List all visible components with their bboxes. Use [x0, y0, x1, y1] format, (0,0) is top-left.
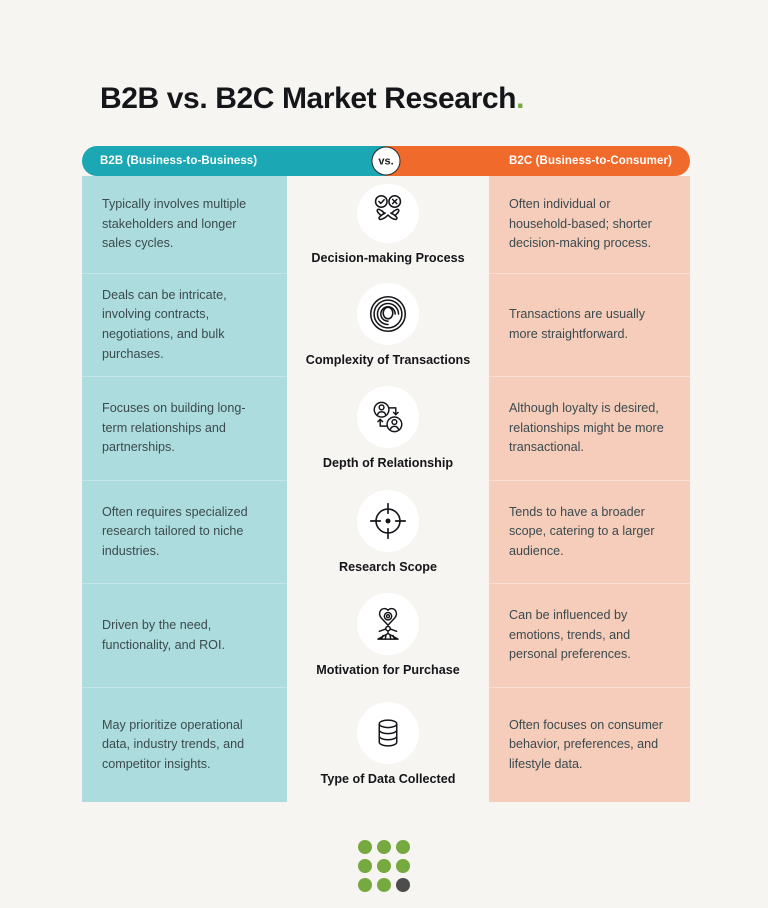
page-title-text: B2B vs. B2C Market Research	[100, 82, 517, 115]
logo-dot	[358, 840, 372, 854]
page-title: B2B vs. B2C Market Research.	[100, 82, 524, 116]
crosshair-target-icon	[357, 489, 419, 552]
logo-dot	[358, 878, 372, 892]
table-header-bar: B2B (Business-to-Business) B2C (Business…	[82, 146, 690, 176]
topic-cell: Motivation for Purchase	[287, 584, 489, 688]
table-row: Focuses on building long-term relationsh…	[82, 377, 287, 481]
b2c-cell-text: Can be influenced by emotions, trends, a…	[509, 608, 631, 662]
table-row: Often individual or household-based; sho…	[489, 176, 690, 274]
header-b2c: B2C (Business-to-Consumer)	[403, 146, 690, 176]
vs-badge-label: vs.	[378, 155, 394, 167]
two-people-connection-icon	[357, 386, 419, 449]
topic-label: Research Scope	[338, 559, 437, 574]
table-row: Typically involves multiple stakeholders…	[82, 176, 287, 274]
b2b-cell-text: Deals can be intricate, involving contra…	[102, 287, 227, 361]
b2c-cell-text: Although loyalty is desired, relationshi…	[509, 401, 664, 455]
table-row: Deals can be intricate, involving contra…	[82, 274, 287, 377]
column-b2b: Typically involves multiple stakeholders…	[82, 176, 287, 802]
header-b2c-label: B2C (Business-to-Consumer)	[509, 155, 672, 167]
logo-dot	[396, 878, 410, 892]
topic-cell: Depth of Relationship	[287, 377, 489, 481]
logo-dot	[377, 878, 391, 892]
logo-dot	[377, 840, 391, 854]
table-row: Tends to have a broader scope, catering …	[489, 481, 690, 584]
concentric-maze-icon	[357, 282, 419, 345]
b2c-cell-text: Often individual or household-based; sho…	[509, 197, 652, 251]
topic-label: Depth of Relationship	[322, 456, 454, 471]
hands-check-cross-icon	[357, 184, 419, 243]
logo-dot	[396, 840, 410, 854]
logo-dot	[396, 859, 410, 873]
nine-dot-grid-logo	[358, 840, 410, 892]
b2b-cell-text: Typically involves multiple stakeholders…	[102, 197, 247, 251]
b2b-cell-text: Driven by the need, functionality, and R…	[102, 617, 225, 652]
b2c-cell-text: Transactions are usually more straightfo…	[509, 307, 646, 341]
b2c-cell-text: Tends to have a broader scope, catering …	[509, 504, 655, 558]
vs-badge: vs.	[371, 146, 401, 176]
table-row: Driven by the need, functionality, and R…	[82, 584, 287, 688]
b2c-cell-text: Often focuses on consumer behavior, pref…	[509, 717, 664, 771]
table-row: Often focuses on consumer behavior, pref…	[489, 688, 690, 802]
table-row: May prioritize operational data, industr…	[82, 688, 287, 802]
comparison-table: B2B (Business-to-Business) B2C (Business…	[82, 146, 690, 802]
topic-cell: Research Scope	[287, 481, 489, 584]
topic-label: Complexity of Transactions	[305, 352, 471, 367]
header-b2b: B2B (Business-to-Business)	[82, 146, 369, 176]
b2b-cell-text: Often requires specialized research tail…	[102, 504, 248, 558]
column-b2c: Often individual or household-based; sho…	[489, 176, 690, 802]
column-topics: Decision-making Process Complexity of Tr…	[287, 176, 489, 802]
topic-label: Type of Data Collected	[320, 772, 456, 787]
table-row: Can be influenced by emotions, trends, a…	[489, 584, 690, 688]
b2b-cell-text: Focuses on building long-term relationsh…	[102, 401, 246, 455]
heart-pin-hands-icon	[357, 593, 419, 656]
topic-label: Motivation for Purchase	[316, 663, 460, 678]
table-row: Often requires specialized research tail…	[82, 481, 287, 584]
table-row: Transactions are usually more straightfo…	[489, 274, 690, 377]
topic-cell: Type of Data Collected	[287, 688, 489, 802]
b2b-cell-text: May prioritize operational data, industr…	[102, 717, 245, 771]
logo-dot	[358, 859, 372, 873]
topic-cell: Complexity of Transactions	[287, 274, 489, 377]
topic-cell: Decision-making Process	[287, 176, 489, 274]
title-accent-dot: .	[516, 82, 525, 115]
header-b2b-label: B2B (Business-to-Business)	[100, 155, 258, 167]
logo-dot	[377, 859, 391, 873]
table-row: Although loyalty is desired, relationshi…	[489, 377, 690, 481]
database-cylinder-icon	[357, 702, 419, 765]
topic-label: Decision-making Process	[311, 250, 465, 265]
table-body: Typically involves multiple stakeholders…	[82, 176, 690, 802]
